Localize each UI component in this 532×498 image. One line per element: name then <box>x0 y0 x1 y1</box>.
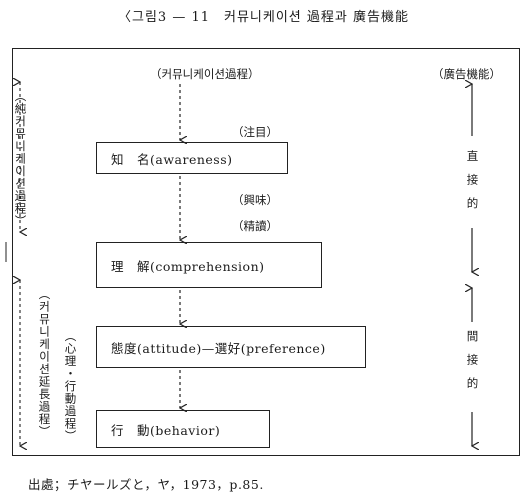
diagram-frame <box>12 48 520 456</box>
reading-annotation: （精讀） <box>232 219 278 233</box>
direct-label: 直接的 <box>465 150 480 221</box>
step-box-attitude-preference: 態度(attitude)—選好(preference) <box>96 326 366 368</box>
attention-annotation: （注目） <box>232 125 278 139</box>
step-box-awareness: 知 名(awareness) <box>96 142 288 174</box>
step-box-behavior: 行 動(behavior) <box>96 410 270 448</box>
interest-annotation: （興味） <box>232 193 278 207</box>
process-header: （커뮤니케이션過程） <box>150 67 260 81</box>
step-box-comprehension: 理 解(comprehension) <box>96 242 322 288</box>
extended-process-label: （커뮤니케이션延長過程） <box>37 288 52 438</box>
indirect-label: 間接的 <box>465 330 480 401</box>
psych-behavior-label: （心理・行動過程） <box>63 330 78 443</box>
function-header: （廣告機能） <box>432 67 501 81</box>
figure-title: 〈그림3 — 11 커뮤니케이션 過程과 廣告機能 <box>118 10 409 25</box>
source-note: 出處；チヤールズと，ヤ，1973，p.85. <box>28 477 264 492</box>
